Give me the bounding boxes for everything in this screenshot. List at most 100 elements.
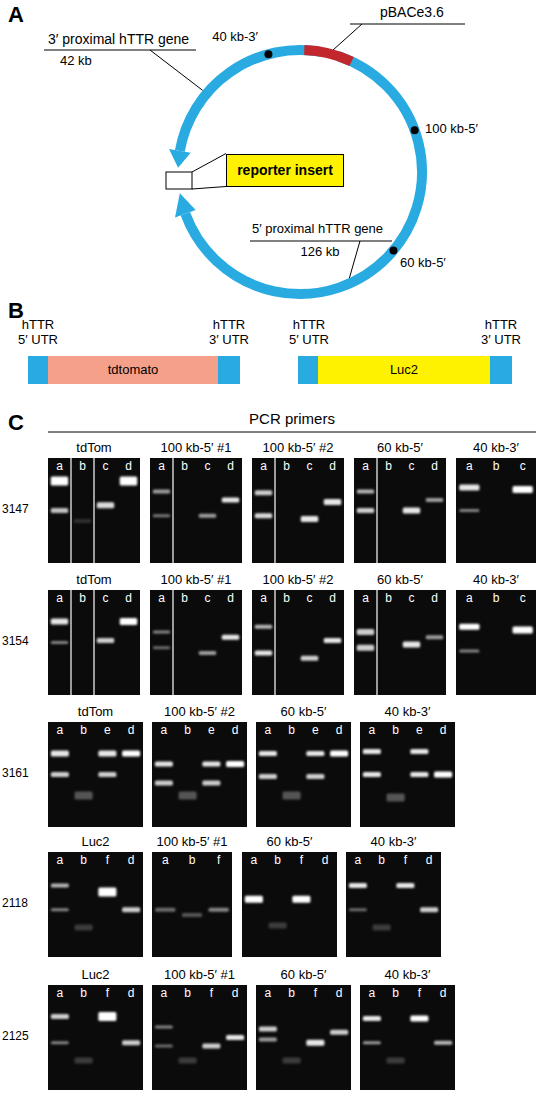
- dna-band: [403, 508, 420, 514]
- lane-letter: e: [312, 724, 319, 738]
- dna-band: [155, 1026, 173, 1029]
- lane-letter: a: [369, 987, 376, 1001]
- reporter-gene-box: Luc2: [318, 356, 490, 384]
- dna-band: [513, 626, 533, 633]
- dna-band: [434, 772, 452, 778]
- gel-image: [150, 458, 242, 563]
- lane-letter: d: [125, 460, 132, 474]
- primer-label: 60 kb-5′: [281, 968, 327, 983]
- lane-letter: f: [300, 854, 303, 868]
- gene-label: 3′ proximal hTTR gene: [48, 31, 189, 47]
- primer-label: 40 kb-3′: [473, 441, 519, 456]
- clone-label: 3161: [2, 767, 29, 781]
- gel-image: [152, 985, 247, 1090]
- dna-band: [420, 907, 438, 912]
- dna-band: [51, 884, 69, 888]
- dna-band: [330, 751, 348, 757]
- lane-letter: b: [493, 460, 500, 474]
- dna-band: [179, 792, 197, 800]
- position-dot: [411, 126, 419, 134]
- lane-separator: [376, 590, 377, 695]
- dna-band: [74, 519, 91, 523]
- leader-line: [333, 24, 362, 50]
- lane-letter: b: [288, 987, 295, 1001]
- primer-label: 100 kb-5′ #1: [156, 835, 227, 850]
- gel-image: [360, 722, 455, 827]
- dna-band: [324, 638, 341, 643]
- leader-line: [44, 50, 196, 51]
- leader-line: [350, 24, 465, 25]
- primer-label: Luc2: [81, 835, 109, 850]
- lane-letter: f: [314, 987, 317, 1001]
- dna-band: [222, 635, 239, 640]
- dna-band: [513, 486, 533, 493]
- gel-image: [48, 852, 143, 957]
- dna-band: [306, 774, 324, 779]
- primer-label: 100 kb-5′ #2: [262, 441, 333, 456]
- utr-label: hTTR 3′ UTR: [208, 318, 251, 348]
- clone-label: 2125: [2, 1030, 29, 1044]
- dna-band: [283, 1058, 301, 1064]
- lane-letter: a: [369, 724, 376, 738]
- primer-label: 100 kb-5′ #2: [262, 573, 333, 588]
- dna-band: [75, 1058, 93, 1064]
- gel-image: [354, 590, 446, 695]
- lane-letter: a: [158, 592, 165, 606]
- dna-band: [202, 762, 220, 767]
- primer-label: tdTom: [78, 705, 113, 720]
- lane-letter: d: [440, 724, 447, 738]
- panel-letter: A: [8, 2, 24, 27]
- lane-letter: c: [307, 460, 313, 474]
- gel-image: [456, 590, 536, 695]
- lane-letter: a: [161, 724, 168, 738]
- lane-separator: [172, 458, 173, 563]
- gel-image: [346, 852, 441, 957]
- dna-band: [222, 498, 239, 503]
- position-dot: [264, 50, 272, 58]
- gel-image: [360, 985, 455, 1090]
- lane-letter: d: [329, 460, 336, 474]
- position-label: 100 kb-5′: [425, 122, 478, 137]
- dna-band: [330, 1030, 348, 1035]
- dna-band: [255, 513, 272, 518]
- primer-label: tdTom: [76, 573, 111, 588]
- dna-band: [153, 514, 170, 517]
- dna-band: [120, 477, 137, 486]
- lane-letter: c: [520, 592, 526, 606]
- lane-letter: e: [416, 724, 423, 738]
- reporter-box: reporter insert: [226, 154, 344, 187]
- primer-label: 40 kb-3′: [371, 835, 417, 850]
- primer-label: 60 kb-5′: [267, 835, 313, 850]
- dna-band: [324, 499, 341, 505]
- primer-label: 60 kb-5′: [281, 705, 327, 720]
- dna-band: [459, 484, 479, 490]
- dna-band: [363, 1016, 381, 1021]
- lane-letter: a: [260, 592, 267, 606]
- box-text: Luc2: [390, 363, 418, 378]
- leader-line: [192, 154, 226, 173]
- lane-letter: a: [362, 460, 369, 474]
- lane-letter: e: [208, 724, 215, 738]
- lane-letter: a: [265, 987, 272, 1001]
- dna-band: [269, 923, 287, 929]
- size-label: 126 kb: [300, 245, 339, 260]
- dna-band: [306, 751, 324, 756]
- gel-image: [152, 852, 232, 957]
- lane-letter: a: [260, 460, 267, 474]
- dna-band: [179, 1058, 197, 1064]
- dna-band: [363, 1041, 381, 1044]
- box-text: reporter insert: [237, 162, 333, 178]
- lane-separator: [172, 590, 173, 695]
- dna-band: [459, 509, 479, 512]
- dna-band: [51, 751, 69, 757]
- lane-letter: b: [493, 592, 500, 606]
- primer-label: tdTom: [76, 441, 111, 456]
- lane-letter: a: [466, 592, 473, 606]
- dna-band: [51, 641, 68, 644]
- lane-letter: b: [378, 854, 385, 868]
- lane-letter: a: [362, 592, 369, 606]
- utr-label: hTTR 5′ UTR: [288, 318, 331, 348]
- box-text: tdtomato: [108, 363, 159, 378]
- lane-letter: b: [184, 987, 191, 1001]
- dna-band: [75, 792, 93, 800]
